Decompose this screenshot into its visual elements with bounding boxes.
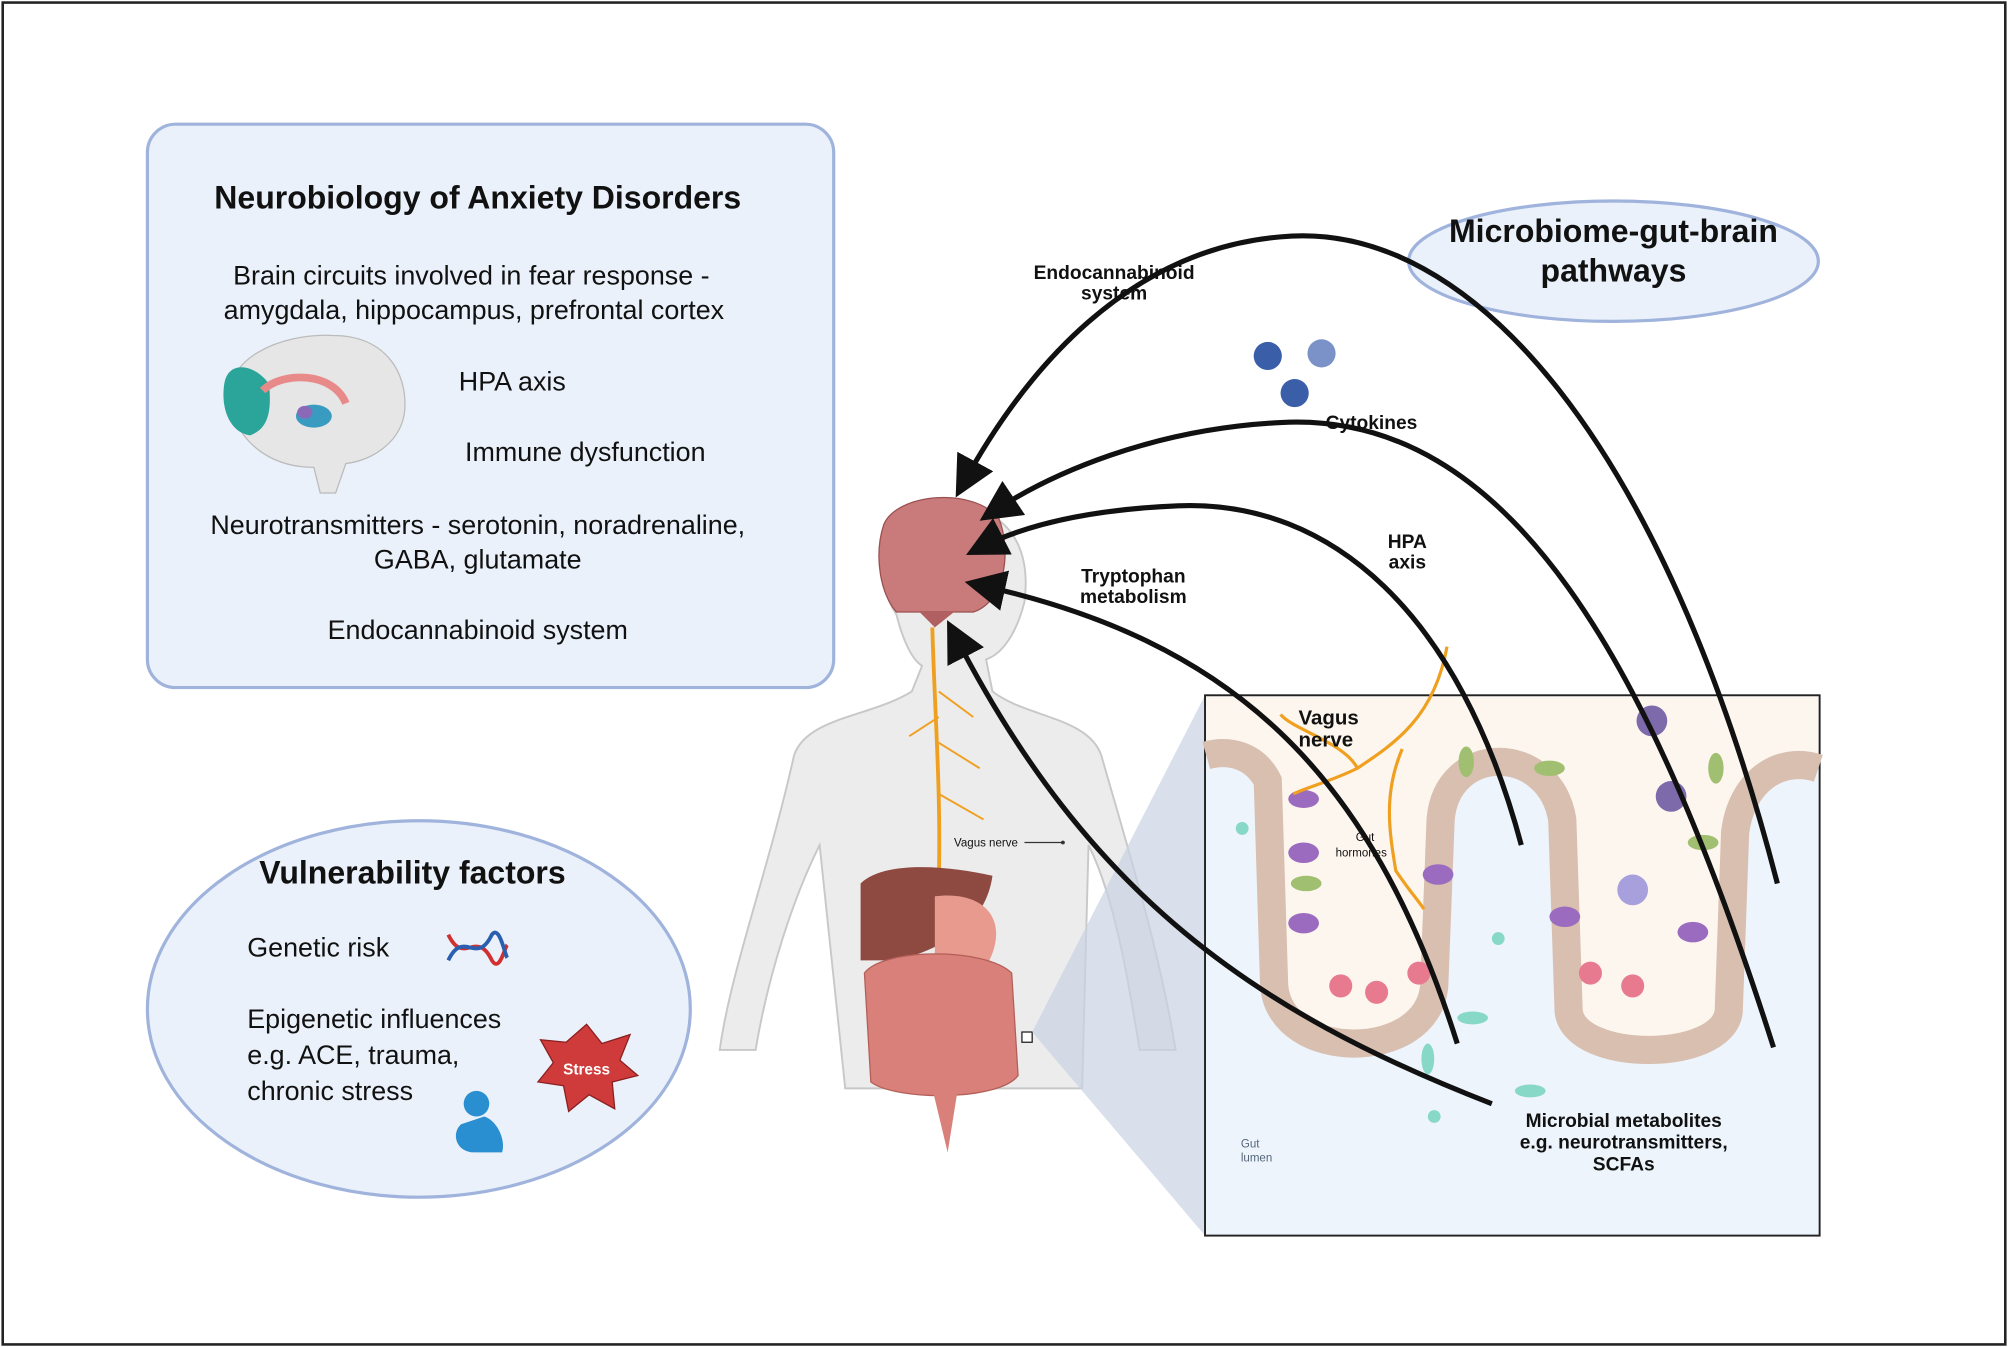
microbial-metabolites-label: Microbial metabolites (1526, 1111, 1722, 1132)
arrow-endocannabinoid (955, 233, 1780, 885)
neurobiology-title: Neurobiology of Anxiety Disorders (214, 180, 741, 216)
vagus-nerve-label: Vagus (1298, 707, 1358, 730)
vagus-nerve-label-2: nerve (1298, 728, 1353, 751)
microbial-metabolites-label-2: e.g. neurotransmitters, (1520, 1133, 1728, 1154)
epigenetic-text: Epigenetic influences (247, 1004, 501, 1034)
epigenetic-text-2: e.g. ACE, trauma, (247, 1040, 459, 1070)
hpa-pathway-label-2: axis (1389, 553, 1426, 574)
gut-inset-panel: Vagus nerve Gut hormones Gut lumen Micro… (1202, 646, 1823, 1237)
pathways-title: Microbiome-gut-brain (1449, 213, 1778, 249)
neurotransmitters-text-2: GABA, glutamate (374, 545, 582, 575)
pathway-arrows (947, 233, 1780, 1107)
arrow-tryptophan (964, 570, 1460, 1045)
neurobiology-panel: Neurobiology of Anxiety Disorders Brain … (145, 122, 836, 690)
endocannabinoid-pathway-label-2: system (1081, 284, 1147, 305)
endocannabinoid-text: Endocannabinoid system (328, 615, 628, 645)
epigenetic-text-3: chronic stress (247, 1076, 413, 1106)
pathways-title-panel: Microbiome-gut-brain pathways (1407, 199, 1820, 323)
vulnerability-title: Vulnerability factors (259, 854, 565, 890)
tryptophan-label: Tryptophan (1081, 567, 1185, 588)
gut-lumen-label-2: lumen (1241, 1152, 1272, 1164)
stress-label: Stress (563, 1061, 610, 1078)
zoom-region-marker (1021, 1031, 1033, 1043)
brain-circuits-text-2: amygdala, hippocampus, prefrontal cortex (224, 295, 725, 325)
brain-circuits-text: Brain circuits involved in fear response… (233, 260, 710, 290)
cytokine-molecules-icon (1253, 339, 1336, 408)
brain-section-icon (223, 334, 406, 494)
cytokines-label: Cytokines (1326, 413, 1418, 434)
gut-lumen-label: Gut (1241, 1138, 1260, 1150)
hpa-pathway-label: HPA (1388, 532, 1427, 553)
dna-icon (446, 930, 509, 966)
neurotransmitters-text: Neurotransmitters - serotonin, noradrena… (210, 510, 745, 540)
stress-burst-icon: Stress (536, 1023, 640, 1113)
arrow-microbial (947, 620, 1493, 1107)
hpa-axis-text: HPA axis (459, 367, 566, 397)
tryptophan-label-2: metabolism (1080, 587, 1187, 608)
pathways-title-2: pathways (1541, 253, 1687, 289)
endocannabinoid-pathway-label: Endocannabinoid (1034, 263, 1195, 284)
vulnerability-panel: Vulnerability factors Genetic risk Epige… (145, 819, 692, 1199)
body-vagus-nerve-label: Vagus nerve (954, 837, 1018, 849)
arrow-hpa (966, 503, 1524, 846)
microbial-metabolites-label-3: SCFAs (1593, 1154, 1655, 1175)
arrow-cytokines (979, 419, 1776, 1049)
genetic-risk-text: Genetic risk (247, 932, 389, 962)
immune-dysfunction-text: Immune dysfunction (465, 437, 706, 467)
zoom-wedge (1032, 695, 1206, 1236)
distressed-person-icon (455, 1090, 503, 1153)
